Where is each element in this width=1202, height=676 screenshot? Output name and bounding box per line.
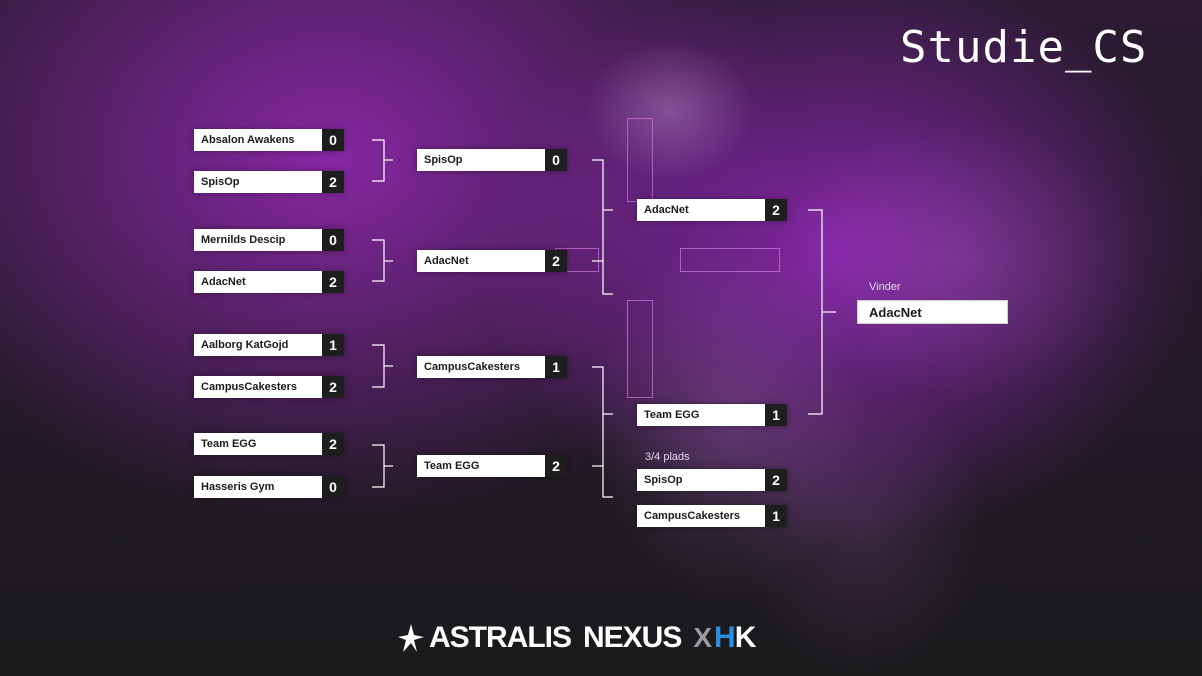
team-score: 2	[765, 199, 787, 221]
team-score: 1	[545, 356, 567, 378]
round1-match-slot[interactable]: SpisOp 2	[194, 171, 344, 193]
round2-match-slot[interactable]: SpisOp 0	[417, 149, 567, 171]
team-name: Absalon Awakens	[194, 129, 322, 151]
team-name: AdacNet	[194, 271, 322, 293]
round1-match-slot[interactable]: CampusCakesters 2	[194, 376, 344, 398]
team-score: 1	[765, 404, 787, 426]
hk-logo-k: K	[734, 621, 757, 654]
round2-match-slot[interactable]: CampusCakesters 1	[417, 356, 567, 378]
team-score: 2	[322, 171, 344, 193]
hk-logo-h: H	[714, 621, 736, 654]
final-match-slot[interactable]: AdacNet 2	[637, 199, 787, 221]
astralis-logo-text: ASTRALIS	[429, 621, 572, 654]
team-score: 2	[545, 250, 567, 272]
team-score: 2	[545, 455, 567, 477]
decor-frame	[680, 248, 780, 272]
team-name: Team EGG	[194, 433, 322, 455]
team-name: SpisOp	[637, 469, 765, 491]
team-score: 0	[322, 129, 344, 151]
winner-name: AdacNet	[869, 304, 922, 320]
team-name: CampusCakesters	[637, 505, 765, 527]
team-score: 0	[322, 229, 344, 251]
team-name: CampusCakesters	[194, 376, 322, 398]
team-name: CampusCakesters	[417, 356, 545, 378]
team-name: Hasseris Gym	[194, 476, 322, 498]
team-name: AdacNet	[637, 199, 765, 221]
collab-separator: X	[693, 622, 712, 653]
footer-logos: ASTRALIS NEXUS X H K	[397, 618, 757, 658]
team-name: SpisOp	[417, 149, 545, 171]
round1-match-slot[interactable]: Hasseris Gym 0	[194, 476, 344, 498]
third-place-slot[interactable]: CampusCakesters 1	[637, 505, 787, 527]
final-match-slot[interactable]: Team EGG 1	[637, 404, 787, 426]
round2-match-slot[interactable]: Team EGG 2	[417, 455, 567, 477]
round1-match-slot[interactable]: AdacNet 2	[194, 271, 344, 293]
astralis-star-icon	[397, 623, 425, 653]
winner-box[interactable]: AdacNet	[857, 300, 1008, 324]
team-name: Team EGG	[417, 455, 545, 477]
round1-match-slot[interactable]: Aalborg KatGojd 1	[194, 334, 344, 356]
team-score: 1	[765, 505, 787, 527]
team-name: SpisOp	[194, 171, 322, 193]
round1-match-slot[interactable]: Absalon Awakens 0	[194, 129, 344, 151]
team-score: 0	[322, 476, 344, 498]
page-title: Studie_CS	[900, 22, 1148, 73]
team-score: 1	[322, 334, 344, 356]
round2-match-slot[interactable]: AdacNet 2	[417, 250, 567, 272]
team-score: 2	[322, 376, 344, 398]
team-score: 2	[765, 469, 787, 491]
winner-label: Vinder	[869, 281, 901, 293]
round1-match-slot[interactable]: Mernilds Descip 0	[194, 229, 344, 251]
team-score: 2	[322, 271, 344, 293]
team-score: 2	[322, 433, 344, 455]
round1-match-slot[interactable]: Team EGG 2	[194, 433, 344, 455]
team-name: Team EGG	[637, 404, 765, 426]
team-name: Aalborg KatGojd	[194, 334, 322, 356]
team-name: Mernilds Descip	[194, 229, 322, 251]
decor-frame	[627, 300, 653, 398]
third-place-slot[interactable]: SpisOp 2	[637, 469, 787, 491]
third-place-label: 3/4 plads	[645, 451, 690, 463]
nexus-logo-text: NEXUS	[583, 621, 682, 654]
team-score: 0	[545, 149, 567, 171]
team-name: AdacNet	[417, 250, 545, 272]
